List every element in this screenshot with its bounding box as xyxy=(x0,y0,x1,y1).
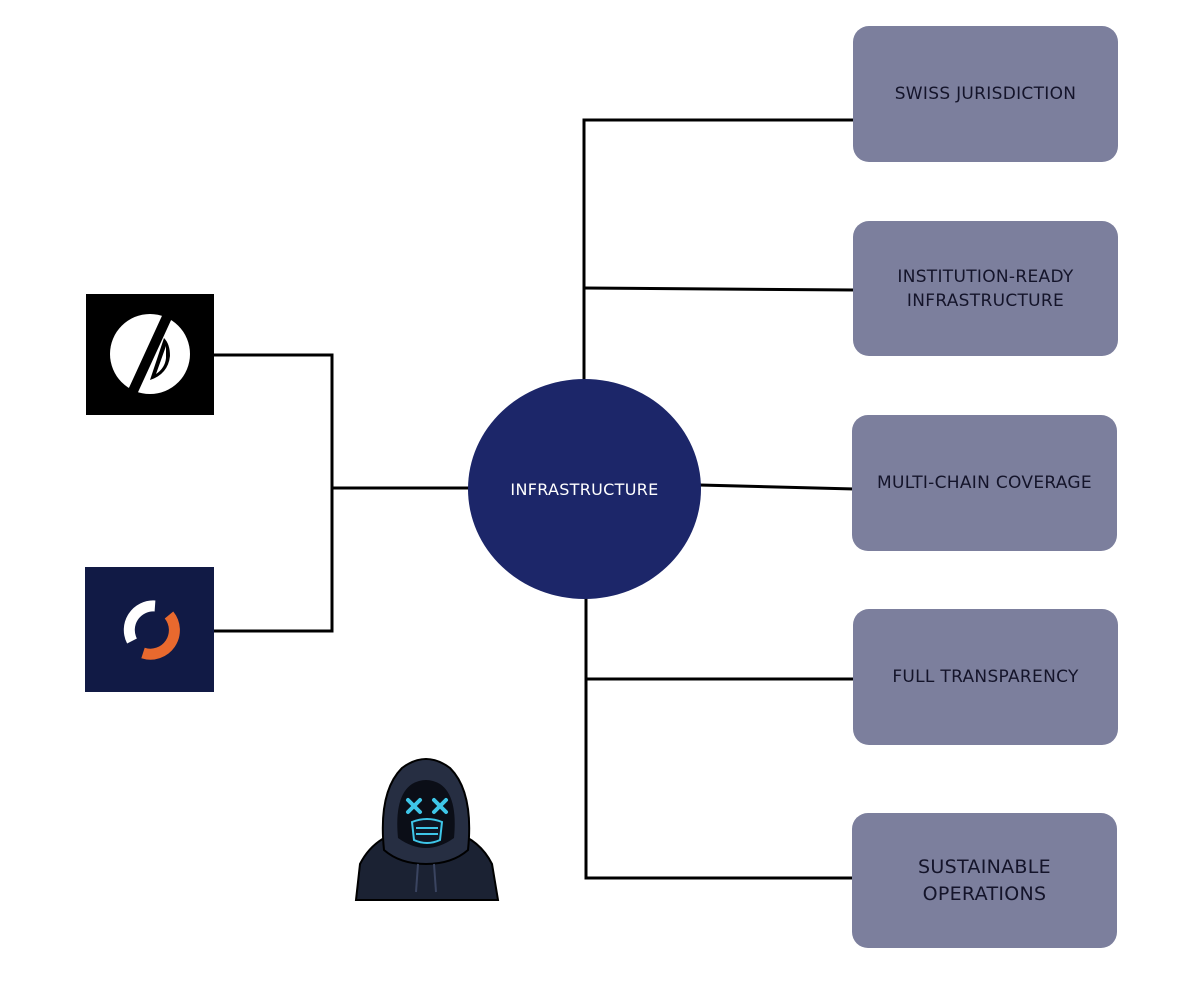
feature-multi-chain-coverage: MULTI-CHAIN COVERAGE xyxy=(852,415,1117,551)
feature-institution-ready-infrastructure: INSTITUTION-READY INFRASTRUCTURE xyxy=(853,221,1118,356)
feature-sustainable-operations: SUSTAINABLE OPERATIONS xyxy=(852,813,1117,948)
connector-feature-2 xyxy=(582,286,856,292)
slashed-circle-logo-icon xyxy=(86,294,214,415)
hooded-hacker-icon xyxy=(352,752,500,902)
feature-swiss-jurisdiction: SWISS JURISDICTION xyxy=(853,26,1118,162)
infrastructure-hub: INFRASTRUCTURE xyxy=(468,379,701,599)
refresh-ring-logo-icon xyxy=(85,567,214,692)
connector-feature-3 xyxy=(698,483,855,491)
feature-full-transparency: FULL TRANSPARENCY xyxy=(853,609,1118,745)
